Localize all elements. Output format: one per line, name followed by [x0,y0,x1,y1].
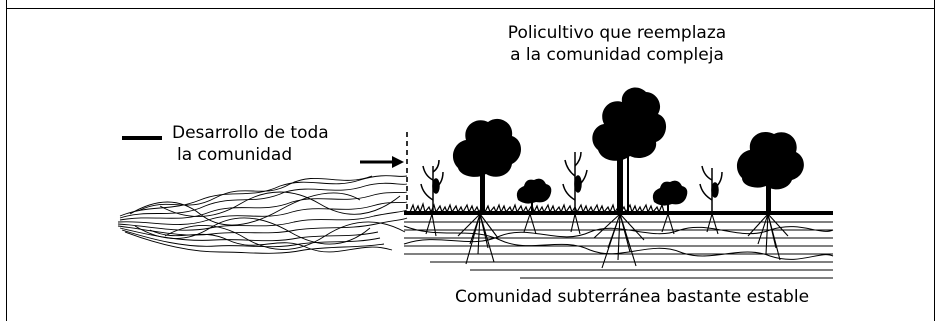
corn-plant-icon [420,159,444,212]
development-label-line1: Desarrollo de toda [172,123,329,143]
tree-icon [452,118,521,213]
corn-plant-icon [699,165,723,212]
legend-marker [122,136,162,140]
tree-icon [736,131,804,213]
ground-grass [409,201,665,214]
polyculture-label-line1: Policultivo que reemplaza [507,23,727,43]
arrow-icon [360,156,404,168]
polyculture-label-line2: a la comunidad compleja [510,45,724,65]
figure-frame [6,0,935,321]
community-development-lines [117,175,408,254]
roots [425,213,789,269]
shrub-icon [516,178,552,212]
top-border [6,8,935,9]
polyculture-label: Policultivo que reemplaza a la comunidad… [492,22,742,66]
shrub-icon [652,180,688,212]
development-label-line2: la comunidad [177,145,293,165]
development-label: Desarrollo de toda la comunidad [172,122,329,166]
underground-label: Comunidad subterránea bastante estable [455,287,810,307]
tree-icon [592,87,667,213]
corn-plant-icon [562,151,588,212]
